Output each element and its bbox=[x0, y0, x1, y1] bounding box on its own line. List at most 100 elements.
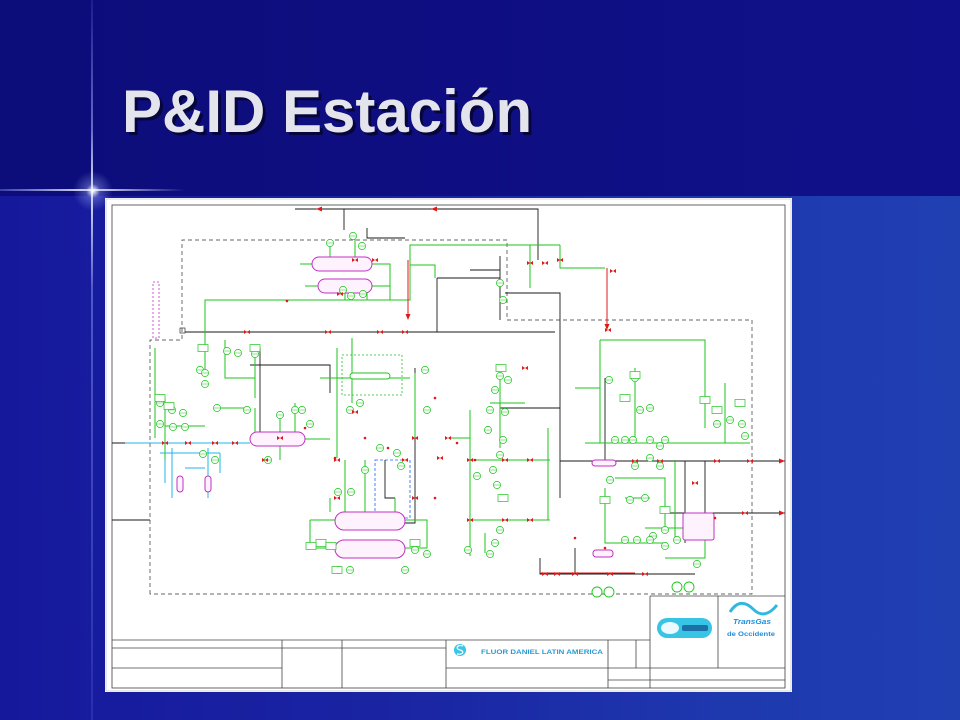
control-block bbox=[629, 371, 641, 379]
vessel bbox=[591, 459, 617, 467]
valve bbox=[542, 572, 548, 576]
project-logo-oval bbox=[661, 622, 679, 634]
pump bbox=[591, 586, 603, 598]
valve bbox=[277, 436, 283, 440]
client-logo-subtitle: de Occidente bbox=[727, 631, 776, 638]
control-block bbox=[497, 494, 509, 502]
process-line-black bbox=[366, 228, 405, 239]
control-block bbox=[619, 394, 631, 402]
red-marker bbox=[455, 441, 459, 445]
valve bbox=[714, 459, 720, 463]
decorative-vertical-line bbox=[91, 0, 93, 720]
valve bbox=[527, 518, 533, 522]
vent-stack bbox=[152, 281, 160, 339]
red-marker bbox=[433, 396, 437, 400]
valve bbox=[352, 258, 358, 262]
valve bbox=[554, 572, 560, 576]
process-line-green bbox=[615, 477, 666, 533]
drawing-frame bbox=[111, 204, 786, 689]
valve bbox=[325, 330, 331, 334]
control-block bbox=[331, 566, 343, 574]
vessels bbox=[176, 256, 715, 598]
process-line-black bbox=[505, 292, 561, 368]
valve bbox=[557, 258, 563, 262]
pid-drawing: FLUOR DANIEL LATIN AMERICA TransGas de O… bbox=[105, 198, 792, 692]
red-marker bbox=[641, 572, 645, 576]
transgas-logo-wave bbox=[728, 601, 779, 616]
valve bbox=[437, 456, 443, 460]
valve bbox=[572, 572, 578, 576]
process-line-green bbox=[372, 263, 391, 300]
red-marker bbox=[386, 446, 390, 450]
project-logo-bar bbox=[682, 625, 708, 631]
control-block bbox=[495, 364, 507, 372]
valve bbox=[162, 441, 168, 445]
control-block bbox=[699, 396, 711, 404]
valve bbox=[527, 458, 533, 462]
control-block bbox=[249, 344, 261, 352]
red-marker bbox=[603, 546, 607, 550]
valve bbox=[742, 511, 748, 515]
vessel bbox=[334, 511, 406, 531]
process-line-green bbox=[559, 245, 605, 269]
client-logo-area: TransGas de Occidente bbox=[657, 601, 779, 638]
valve bbox=[607, 572, 613, 576]
flow-arrow bbox=[431, 206, 437, 212]
process-line-black bbox=[250, 364, 331, 393]
red-marker bbox=[285, 299, 289, 303]
vessel bbox=[311, 256, 373, 272]
drawing-sheet bbox=[105, 198, 792, 692]
valve bbox=[232, 441, 238, 445]
valve bbox=[502, 458, 508, 462]
title-block bbox=[112, 595, 785, 688]
control-block bbox=[711, 406, 723, 414]
pump bbox=[683, 581, 695, 593]
valve bbox=[337, 292, 343, 296]
red-marker bbox=[363, 436, 367, 440]
process-lines-red bbox=[316, 206, 785, 574]
vessel bbox=[334, 539, 406, 559]
control-block bbox=[197, 344, 209, 352]
red-marker bbox=[433, 496, 437, 500]
process-line-black bbox=[295, 208, 539, 260]
flow-arrow bbox=[316, 206, 322, 212]
process-line-green bbox=[604, 488, 665, 544]
valve bbox=[605, 328, 611, 332]
valve bbox=[262, 458, 268, 462]
valve bbox=[467, 458, 473, 462]
bypass-spool bbox=[349, 372, 391, 380]
valve bbox=[632, 459, 638, 463]
valve bbox=[377, 330, 383, 334]
valve bbox=[412, 496, 418, 500]
flow-arrow bbox=[405, 314, 411, 320]
red-marker bbox=[473, 458, 477, 462]
vessel bbox=[204, 475, 212, 493]
vessel bbox=[682, 512, 715, 541]
pump bbox=[603, 586, 615, 598]
flow-arrow bbox=[779, 510, 785, 516]
fluor-logo-swirl bbox=[456, 644, 464, 655]
control-block bbox=[163, 402, 175, 410]
valve bbox=[657, 459, 663, 463]
slide-background-top bbox=[0, 0, 960, 196]
valve bbox=[212, 441, 218, 445]
control-block bbox=[325, 542, 337, 550]
red-marker bbox=[713, 516, 717, 520]
valve bbox=[244, 330, 250, 334]
client-logo-name: TransGas bbox=[733, 617, 771, 626]
fluor-logo: FLUOR DANIEL LATIN AMERICA bbox=[454, 644, 603, 656]
valve bbox=[402, 458, 408, 462]
process-line-green bbox=[665, 540, 706, 559]
valve bbox=[502, 518, 508, 522]
valve bbox=[522, 366, 528, 370]
process-line-black bbox=[384, 460, 395, 499]
valve bbox=[527, 261, 533, 265]
valve bbox=[467, 518, 473, 522]
title-block-company-name: FLUOR DANIEL LATIN AMERICA bbox=[481, 649, 603, 656]
valve bbox=[185, 441, 191, 445]
flow-arrow bbox=[604, 324, 610, 330]
control-block bbox=[315, 539, 327, 547]
valve bbox=[610, 269, 616, 273]
control-block bbox=[409, 539, 421, 547]
tie-in-box bbox=[179, 327, 186, 334]
